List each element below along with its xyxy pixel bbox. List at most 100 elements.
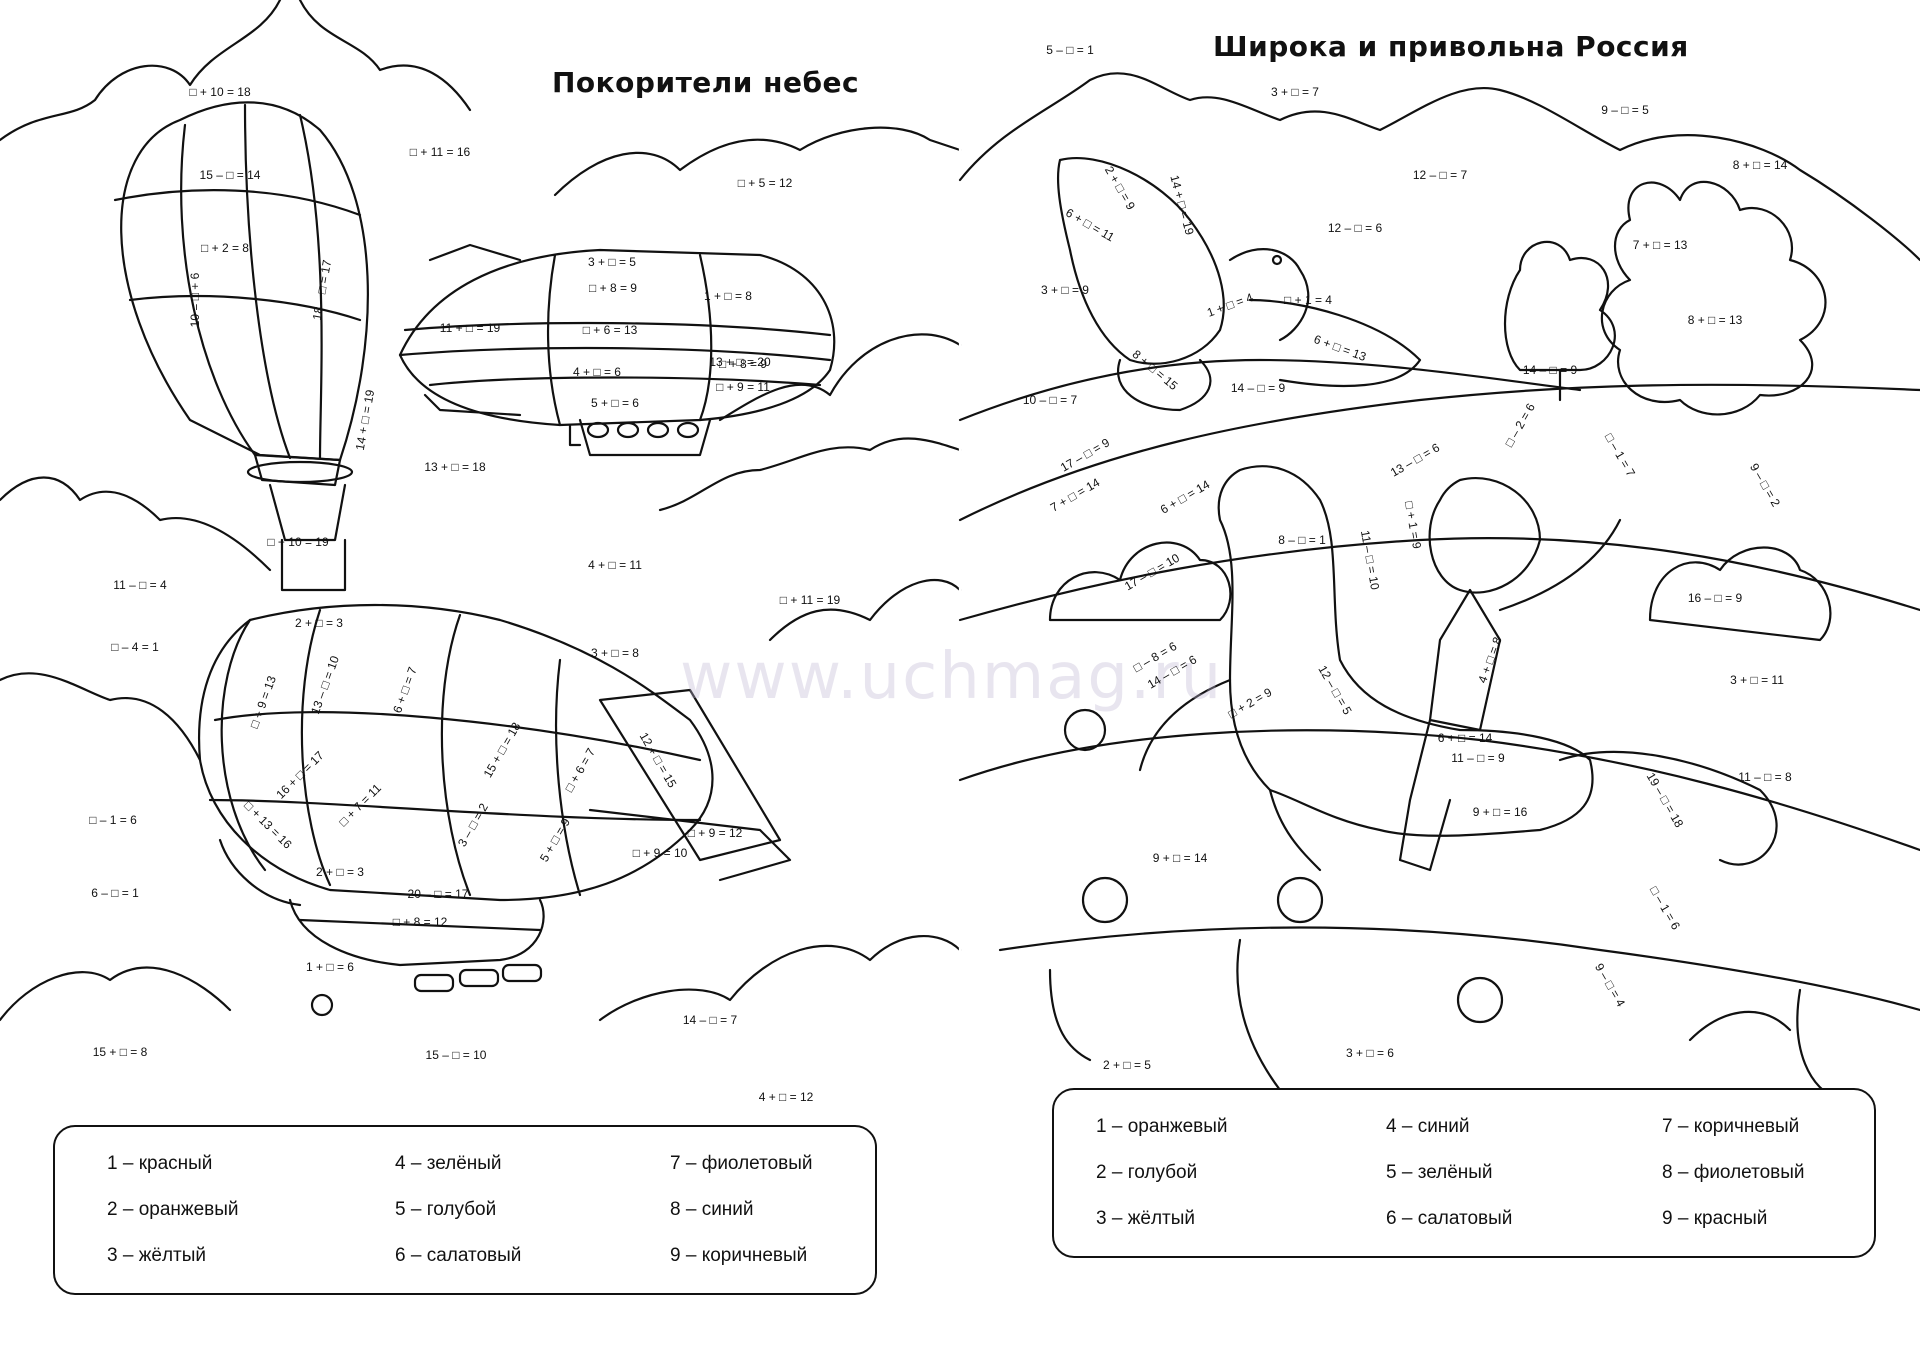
left-page-equation: □ + 8 = 9 bbox=[719, 357, 767, 371]
meadow-line bbox=[998, 926, 1920, 1012]
right-page-equation: 3 + □ = 9 bbox=[1041, 283, 1089, 297]
legend-item: 1 – оранжевый bbox=[1096, 1116, 1228, 1137]
right-page-equation: 10 – □ = 7 bbox=[1022, 393, 1078, 407]
right-page-equation: 9 + □ = 16 bbox=[1472, 805, 1528, 819]
right-page-equation: 8 + □ = 13 bbox=[1687, 313, 1743, 327]
left-page-equation: 2 + □ = 3 bbox=[316, 865, 364, 879]
left-page-equation: □ + 9 = 10 bbox=[632, 846, 688, 860]
left-page-equation: □ – 4 = 1 bbox=[111, 640, 159, 654]
left-page-equation: □ + 11 = 16 bbox=[409, 145, 471, 159]
right-page-equation: 14 – □ = 9 bbox=[1230, 381, 1286, 395]
right-page-equation: 11 – □ = 8 bbox=[1738, 770, 1792, 784]
right-page-equation: 7 + □ = 13 bbox=[1632, 238, 1688, 252]
right-page-equation: 9 + □ = 14 bbox=[1152, 851, 1208, 865]
legend-item: 9 – красный bbox=[1662, 1208, 1768, 1229]
cloud-right-2 bbox=[718, 333, 962, 422]
legend-item: 1 – красный bbox=[107, 1153, 213, 1174]
legend-item: 3 – жёлтый bbox=[107, 1245, 207, 1266]
left-page-equation: 11 + □ = 19 bbox=[439, 321, 501, 335]
left-page-equation: 14 – □ = 7 bbox=[682, 1013, 738, 1027]
left-page-equation: □ + 10 = 18 bbox=[189, 85, 251, 99]
bush-left bbox=[1048, 541, 1232, 622]
cloud-lower-right-2 bbox=[768, 578, 962, 642]
left-page-equation: 1 + □ = 6 bbox=[306, 960, 354, 974]
left-page-equation: 4 + □ = 12 bbox=[758, 1090, 814, 1104]
left-page-equation: □ + 2 = 8 bbox=[201, 241, 249, 255]
left-page-equation: □ + 8 = 9 bbox=[589, 281, 637, 295]
upper-zeppelin bbox=[398, 243, 836, 457]
legend-item: 9 – коричневый bbox=[670, 1245, 808, 1266]
left-page-equation: 13 + □ = 20 bbox=[709, 355, 771, 369]
cloud-bottom-left bbox=[0, 966, 232, 1022]
left-page-equation: □ + 9 = 12 bbox=[687, 826, 743, 840]
right-page-equation: 16 – □ = 9 bbox=[1687, 591, 1743, 605]
horse-rider bbox=[1138, 465, 1778, 872]
watermark: www.uchmag.ru bbox=[680, 640, 1224, 714]
left-page-equation: □ + 6 = 13 bbox=[582, 323, 638, 337]
left-page-equation: □ + 8 = 12 bbox=[392, 915, 448, 929]
left-page-equation: 11 – □ = 4 bbox=[113, 578, 167, 592]
left-page-equation: 20 – □ = 17 bbox=[407, 887, 469, 901]
right-page-equation: 5 – □ = 1 bbox=[1046, 43, 1094, 57]
left-page-equation: □ + 11 = 19 bbox=[779, 593, 841, 607]
left-page-equation: 1 + □ = 8 bbox=[704, 289, 752, 303]
right-page-equation: 8 – □ = 1 bbox=[1278, 533, 1326, 547]
left-page-equation: 15 – □ = 14 bbox=[199, 168, 261, 182]
parrot bbox=[1056, 157, 1422, 412]
legend-item: 5 – голубой bbox=[395, 1199, 497, 1220]
right-page-equation: 6 + □ = 14 bbox=[1437, 731, 1493, 745]
left-page-equation: 4 + □ = 6 bbox=[573, 365, 621, 379]
hill-2 bbox=[958, 383, 1920, 522]
left-page-equation: 6 – □ = 1 bbox=[91, 886, 139, 900]
left-page-equation: 3 + □ = 5 bbox=[588, 255, 636, 269]
right-page-equation: 12 – □ = 7 bbox=[1412, 168, 1468, 182]
right-page-title: Широка и привольна Россия bbox=[1213, 30, 1689, 63]
hill-3 bbox=[958, 536, 1920, 622]
left-page-equation: 2 + □ = 3 bbox=[295, 616, 343, 630]
cloud-bottom-right bbox=[598, 934, 962, 1022]
cloud-left-lower bbox=[0, 672, 202, 762]
right-page-equation: 8 + □ = 14 bbox=[1732, 158, 1788, 172]
left-page-equation: □ – 1 = 6 bbox=[89, 813, 137, 827]
left-page-equation: □ + 10 = 19 bbox=[267, 535, 329, 549]
right-page-equation: 12 – □ = 6 bbox=[1327, 221, 1383, 235]
mountains bbox=[958, 72, 1920, 262]
lower-zeppelin bbox=[198, 603, 792, 1017]
left-page-equation: 15 + □ = 8 bbox=[92, 1045, 148, 1059]
legend-item: 2 – голубой bbox=[1096, 1162, 1198, 1183]
left-page-equation: □ + 9 = 11 bbox=[716, 380, 770, 394]
right-page-equation: 3 + □ = 7 bbox=[1271, 85, 1319, 99]
hill-4 bbox=[958, 729, 1920, 852]
right-color-legend: 1 – оранжевый 2 – голубой 3 – жёлтый 4 –… bbox=[1052, 1088, 1876, 1258]
right-page-equation: 2 + □ = 5 bbox=[1103, 1058, 1151, 1072]
hot-air-balloon bbox=[113, 101, 369, 592]
cloud-right-1 bbox=[553, 126, 962, 197]
left-page-equation: 10 = □ + 6 bbox=[188, 272, 202, 328]
bush-right bbox=[1648, 546, 1832, 642]
legend-item: 4 – зелёный bbox=[395, 1153, 502, 1174]
right-page-equation: 3 + □ = 11 bbox=[1730, 673, 1784, 687]
hill-1 bbox=[958, 358, 1582, 422]
flowers bbox=[1048, 708, 1842, 1102]
left-page-equation: 5 + □ = 6 bbox=[591, 396, 639, 410]
left-page-equation: 3 + □ = 8 bbox=[591, 646, 639, 660]
legend-item: 7 – коричневый bbox=[1662, 1116, 1800, 1137]
cloud-top-right bbox=[298, 0, 472, 112]
legend-item: 3 – жёлтый bbox=[1096, 1208, 1196, 1229]
right-page-equation: 11 – □ = 9 bbox=[1451, 751, 1505, 765]
left-color-legend: 1 – красный 2 – оранжевый 3 – жёлтый 4 –… bbox=[53, 1125, 877, 1295]
right-page-equation: 9 – □ = 5 bbox=[1601, 103, 1649, 117]
left-page-equation: 15 – □ = 10 bbox=[425, 1048, 487, 1062]
left-page-title: Покорители небес bbox=[552, 66, 860, 99]
right-page-equation: 14 – □ = 9 bbox=[1522, 363, 1578, 377]
legend-item: 8 – фиолетовый bbox=[1662, 1162, 1805, 1183]
legend-item: 6 – салатовый bbox=[1386, 1208, 1513, 1229]
legend-item: 8 – синий bbox=[670, 1199, 754, 1220]
cloud-top-left bbox=[0, 0, 282, 142]
right-page-equation: □ + 1 = 4 bbox=[1284, 293, 1332, 307]
left-page-equation: 13 + □ = 18 bbox=[424, 460, 486, 474]
left-page-equation: 4 + □ = 11 bbox=[588, 558, 642, 572]
legend-item: 6 – салатовый bbox=[395, 1245, 522, 1266]
right-page-equation: 3 + □ = 6 bbox=[1346, 1046, 1394, 1060]
